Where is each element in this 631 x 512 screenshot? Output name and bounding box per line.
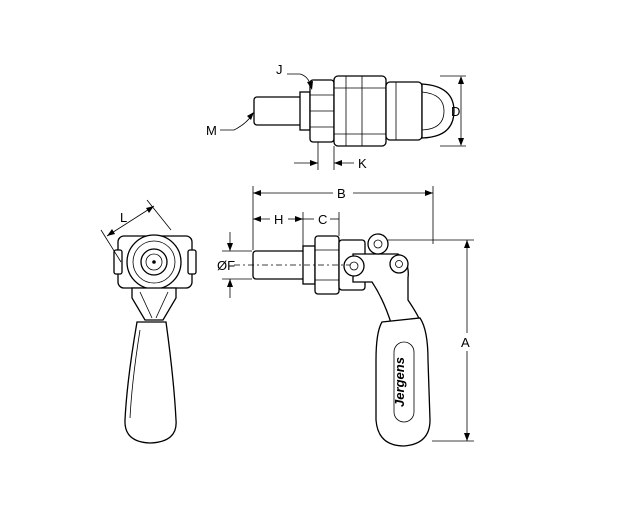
label-B: B <box>337 186 346 201</box>
label-J: J <box>276 62 283 77</box>
label-M: M <box>206 123 217 138</box>
top-handle-loop <box>421 83 455 139</box>
label-A: A <box>461 335 470 350</box>
side-pivot-left <box>343 255 365 277</box>
top-view: D K J M <box>206 62 466 171</box>
grip-logo-text: Jergens <box>392 357 407 407</box>
top-cam-link <box>385 81 423 141</box>
label-K: K <box>358 156 367 171</box>
end-handle <box>124 321 177 444</box>
label-H: H <box>274 212 283 227</box>
top-body <box>333 75 387 147</box>
label-L: L <box>120 210 127 225</box>
end-link-arms <box>131 287 177 321</box>
top-shaft-collar <box>299 91 311 131</box>
top-plunger-shaft <box>253 96 305 126</box>
label-F: ØF <box>217 258 235 273</box>
side-view: Jergens B H C ØF <box>217 186 474 447</box>
side-pivot-top <box>367 233 389 255</box>
grip-logo-slot <box>393 341 415 423</box>
side-pivot-right <box>389 254 409 274</box>
end-view: L <box>100 199 197 444</box>
label-C: C <box>318 212 327 227</box>
side-handle-grip <box>375 317 431 447</box>
label-D: D <box>451 104 460 119</box>
